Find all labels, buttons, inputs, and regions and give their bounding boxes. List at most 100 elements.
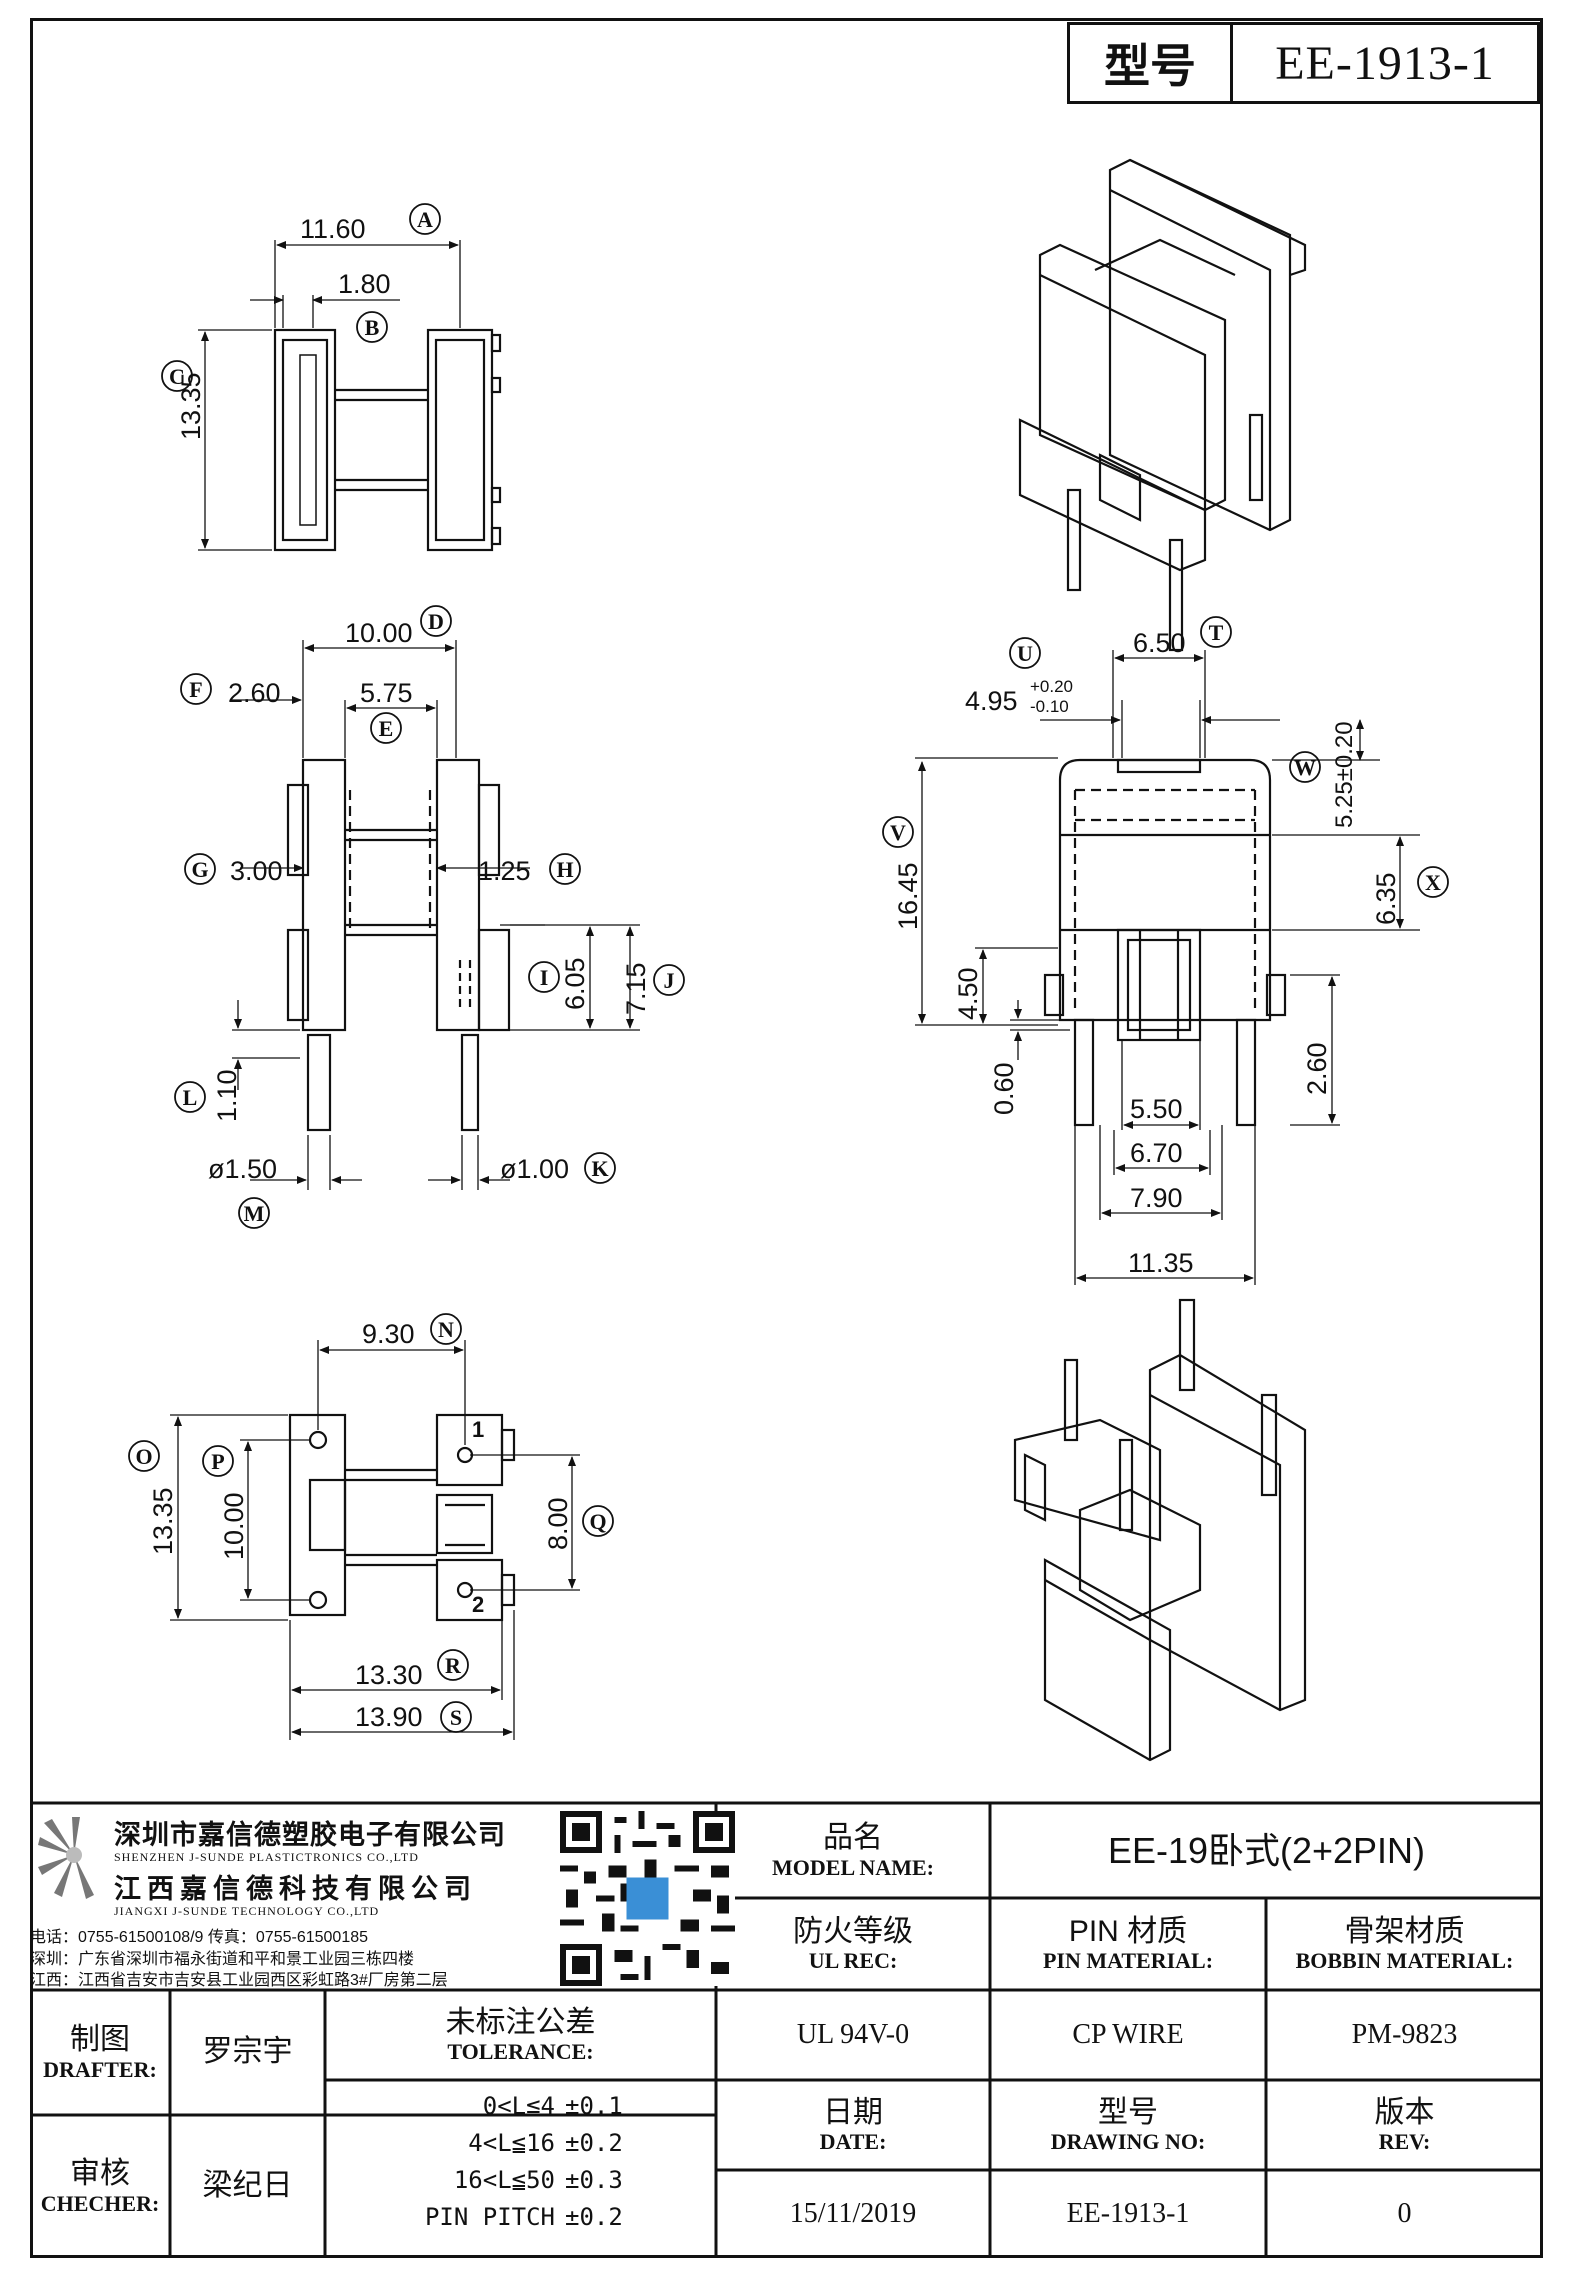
pin-1-label: 1 xyxy=(472,1417,484,1442)
dim-N: 9.30 xyxy=(362,1319,415,1349)
tolerance-range: 16<L≦50 xyxy=(453,2166,555,2194)
bobbin-material-value: PM-9823 xyxy=(1351,2019,1458,2050)
dim-1135: 11.35 xyxy=(1128,1248,1194,1278)
dim-U-plus: +0.20 xyxy=(1030,677,1073,696)
dim-K: ø1.00 xyxy=(500,1154,569,1184)
dim-260: 2.60 xyxy=(1302,1042,1332,1095)
tolerance-value: ±0.2 xyxy=(565,2203,623,2231)
company-info: 深圳市嘉信德塑胶电子有限公司 SHENZHEN J-SUNDE PLASTICT… xyxy=(30,1805,735,1990)
dim-X: 6.35 xyxy=(1371,872,1401,925)
dim-C: 13.35 xyxy=(176,372,206,440)
dim-S: 13.90 xyxy=(355,1702,423,1732)
company-name-cn-1: 深圳市嘉信德塑胶电子有限公司 xyxy=(114,1820,506,1850)
ul-rec-value: UL 94V-0 xyxy=(796,2019,910,2050)
company-address-sz: 深圳：广东省深圳市福永街道和平和景工业园三栋四楼 xyxy=(30,1951,415,1968)
dim-V: 16.45 xyxy=(893,862,923,930)
svg-text:U: U xyxy=(1017,641,1033,666)
dim-M: ø1.50 xyxy=(208,1154,277,1184)
date-value: 15/11/2019 xyxy=(789,2198,917,2229)
model-value: EE-1913-1 xyxy=(1275,36,1495,90)
svg-text:T: T xyxy=(1209,620,1224,645)
bobbin-material-label: 骨架材质 BOBBIN MATERIAL: xyxy=(1295,1914,1514,1974)
isometric-view-bottom xyxy=(1013,1298,1307,1762)
dim-U-minus: -0.10 xyxy=(1030,697,1069,716)
dim-E: 5.75 xyxy=(360,678,413,708)
top-view xyxy=(273,328,502,552)
ul-rec-label: 防火等级 UL REC: xyxy=(793,1914,913,1974)
tolerance-range: PIN PITCH xyxy=(424,2203,555,2231)
dim-I: 6.05 xyxy=(560,957,590,1010)
svg-text:Q: Q xyxy=(589,1509,606,1534)
svg-text:O: O xyxy=(135,1444,152,1469)
dim-A: 11.60 xyxy=(300,214,366,244)
pin-material-label: PIN 材质 PIN MATERIAL: xyxy=(1042,1914,1214,1974)
svg-text:C: C xyxy=(169,364,185,389)
model-label: 型号 xyxy=(1070,25,1233,101)
dim-670: 6.70 xyxy=(1130,1138,1183,1168)
tolerance-range: 0<L≦4 xyxy=(482,2092,555,2120)
bottom-view xyxy=(288,1413,516,1622)
tolerance-value: ±0.1 xyxy=(565,2092,623,2120)
checker-label: 审核 CHECHER: xyxy=(40,2157,160,2216)
isometric-view-top xyxy=(1018,158,1307,652)
dim-O: 13.35 xyxy=(148,1487,178,1555)
svg-text:K: K xyxy=(591,1156,608,1181)
drawing-no-value: EE-1913-1 xyxy=(1066,2198,1190,2229)
model-number-box: 型号 EE-1913-1 xyxy=(1067,22,1540,104)
company-name-en-1: SHENZHEN J-SUNDE PLASTICTRONICS CO.,LTD xyxy=(114,1850,419,1864)
dim-P: 10.00 xyxy=(219,1492,249,1560)
svg-text:B: B xyxy=(365,315,380,340)
front-view xyxy=(1043,758,1287,1127)
dim-550: 5.50 xyxy=(1130,1094,1183,1124)
checker-value: 梁纪日 xyxy=(202,2169,293,2203)
svg-text:G: G xyxy=(191,857,208,882)
company-address-jx: 江西：江西省吉安市吉安县工业园西区彩虹路3#厂房第二层 xyxy=(30,1972,448,1989)
svg-text:S: S xyxy=(450,1705,462,1730)
callout-tag-letters: A B C D E F G H I J K L M N O P Q R S T … xyxy=(135,207,1441,1730)
tolerance-value: ±0.2 xyxy=(565,2129,623,2157)
svg-text:M: M xyxy=(244,1201,265,1226)
dim-Q: 8.00 xyxy=(543,1497,573,1550)
dim-F: 2.60 xyxy=(228,678,281,708)
svg-text:F: F xyxy=(189,677,202,702)
svg-text:X: X xyxy=(1425,870,1441,895)
drafter-value: 罗宗宇 xyxy=(202,2035,293,2069)
svg-text:H: H xyxy=(556,857,573,882)
svg-text:A: A xyxy=(417,207,433,232)
dim-H: 1.25 xyxy=(478,856,531,886)
drawing-frame xyxy=(30,18,1543,2258)
company-name-en-2: JIANGXI J-SUNDE TECHNOLOGY CO.,LTD xyxy=(114,1904,380,1918)
svg-text:R: R xyxy=(445,1653,462,1678)
qr-code-icon xyxy=(560,1811,735,1986)
callout-tags xyxy=(128,203,1449,1733)
technical-drawing: 11.60 1.80 13.35 10.00 5.75 2.60 3.00 1.… xyxy=(128,158,1449,1762)
dim-060: 0.60 xyxy=(989,1062,1019,1115)
svg-text:V: V xyxy=(890,820,906,845)
company-logo-icon xyxy=(38,1817,94,1899)
company-phone: 电话：0755-61500108/9 传真：0755-61500185 xyxy=(30,1929,369,1946)
dim-B: 1.80 xyxy=(338,269,391,299)
tolerance-value: ±0.3 xyxy=(565,2166,623,2194)
dim-J: 7.15 xyxy=(621,962,651,1015)
dim-790: 7.90 xyxy=(1130,1183,1183,1213)
model-name-label: 品名 MODEL NAME: xyxy=(772,1821,934,1880)
drafter-label: 制图 DRAFTER: xyxy=(43,2023,157,2082)
dim-T: 6.50 xyxy=(1133,628,1186,658)
pin-2-label: 2 xyxy=(472,1592,484,1617)
company-name-cn-2: 江西嘉信德科技有限公司 xyxy=(114,1874,477,1904)
tolerance-label: 未标注公差 TOLERANCE: xyxy=(445,2005,596,2065)
dim-G: 3.00 xyxy=(230,856,283,886)
svg-text:E: E xyxy=(379,716,394,741)
date-label: 日期 DATE: xyxy=(819,2095,887,2155)
svg-text:N: N xyxy=(438,1317,454,1342)
svg-text:P: P xyxy=(211,1449,224,1474)
model-name-value: EE-19卧式(2+2PIN) xyxy=(1107,1829,1426,1871)
dim-U: 4.95 xyxy=(965,686,1018,716)
dim-W: 5.25±0.20 xyxy=(1331,721,1358,828)
dim-D: 10.00 xyxy=(345,618,413,648)
svg-text:D: D xyxy=(428,609,444,634)
dimension-labels: 11.60 1.80 13.35 10.00 5.75 2.60 3.00 1.… xyxy=(148,214,1401,1732)
tolerance-range: 4<L≦16 xyxy=(468,2129,555,2157)
dim-450: 4.50 xyxy=(953,967,983,1020)
svg-text:W: W xyxy=(1294,755,1316,780)
